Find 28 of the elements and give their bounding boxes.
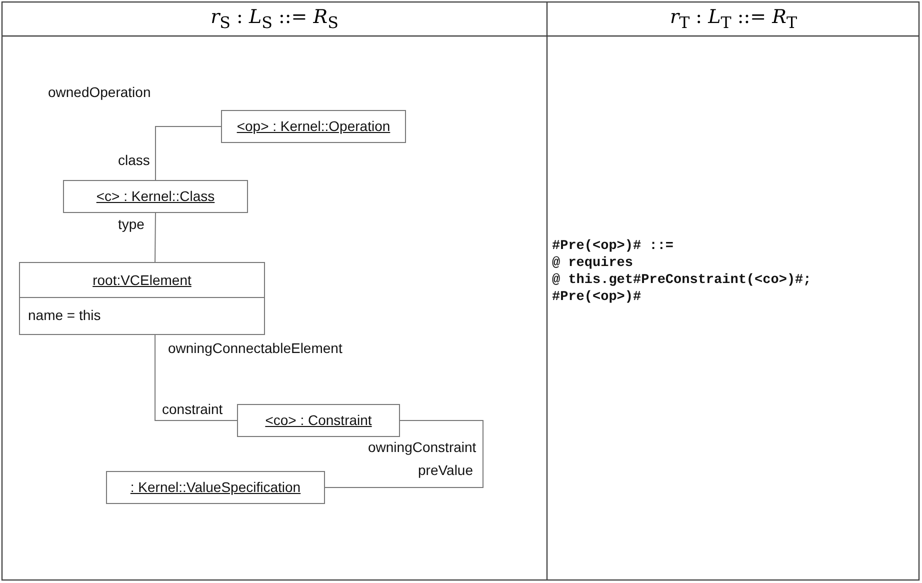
column-heading: r$_{T}$ : L$_{T}$ ::= R$_{T}$ <box>668 6 798 32</box>
object-box <box>106 471 325 504</box>
association-line <box>154 212 156 262</box>
association-line <box>154 334 238 421</box>
code-line: #Pre(<op>)# <box>552 290 642 305</box>
attribute-text: name = this <box>20 297 264 332</box>
role-name: constraint <box>162 401 223 417</box>
role-name: ownedOperation <box>48 84 151 100</box>
object-name: <co> : Constraint <box>264 411 373 430</box>
association-line <box>155 126 222 180</box>
code-line: @ requires <box>552 256 634 271</box>
association-line <box>324 420 484 488</box>
role-name: owningConstraint <box>368 439 476 455</box>
object-name: : Kernel::ValueSpecification <box>129 478 302 497</box>
code-line: @ this.get#PreConstraint(<co>)#; <box>552 273 812 288</box>
role-name: type <box>118 216 144 232</box>
object-name: root:VCElement <box>92 271 192 290</box>
object-box <box>63 180 248 213</box>
object-box <box>19 262 265 335</box>
object-box <box>221 110 406 143</box>
object-name: <op> : Kernel::Operation <box>236 117 392 136</box>
role-name: preValue <box>418 462 474 478</box>
code-line: #Pre(<op>)# ::= <box>552 239 674 254</box>
object-name: <c> : Kernel::Class <box>95 187 216 206</box>
column-heading: r$_{S}$ : L$_{S}$ ::= R$_{S}$ <box>210 6 340 32</box>
object-box <box>237 404 400 437</box>
role-name: class <box>118 152 150 168</box>
role-name: owningConnectableElement <box>168 340 342 356</box>
